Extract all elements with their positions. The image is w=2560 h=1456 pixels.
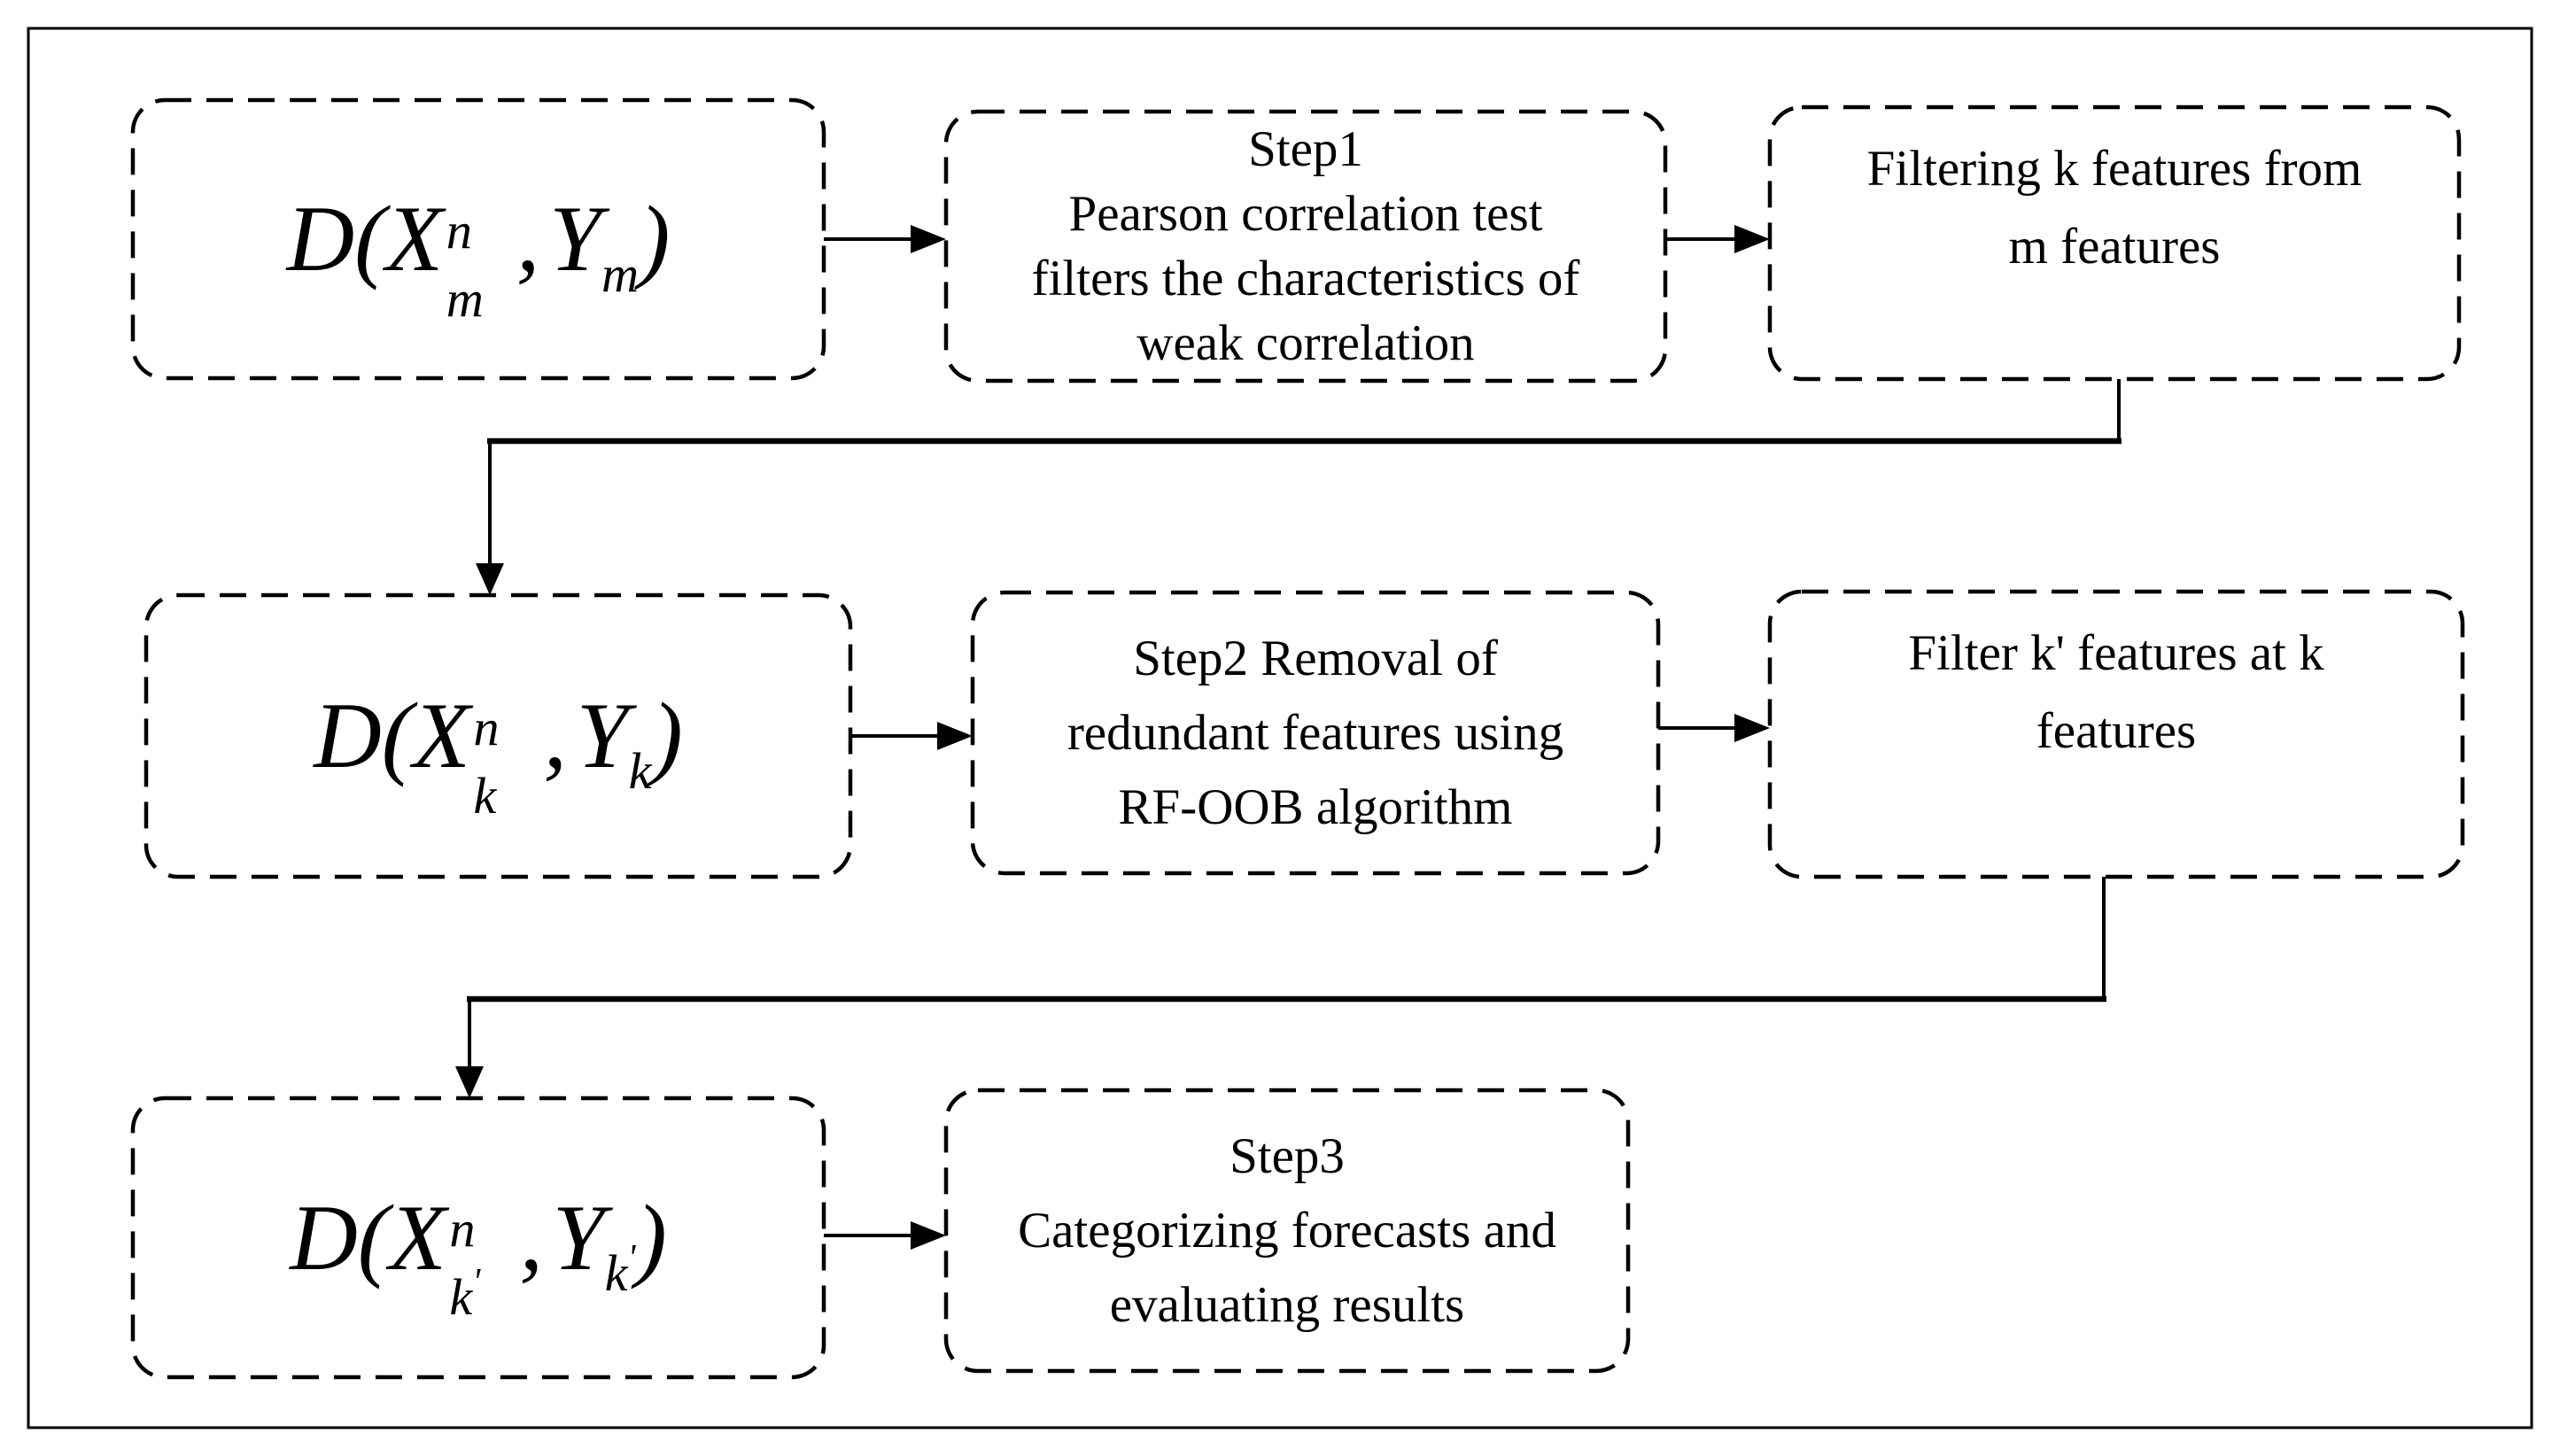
box-outline-filter-k-prime xyxy=(1767,589,2465,879)
box-filter-k: Filtering k features from m features xyxy=(1770,107,2459,379)
box-outline-filter-k xyxy=(1767,105,2462,382)
filter-k-prime-line: Filter k' features at k xyxy=(1908,625,2324,681)
step3-line: evaluating results xyxy=(1109,1276,1465,1333)
step1-title: Step1 xyxy=(1248,121,1363,177)
step1-line: Pearson correlation test xyxy=(1068,186,1543,242)
step2-line: Step2 Removal of xyxy=(1133,630,1498,686)
step2-line: redundant features using xyxy=(1067,704,1564,761)
arrow-right-icon xyxy=(911,1221,946,1250)
step3-line: Categorizing forecasts and xyxy=(1018,1202,1556,1259)
arrow-right-icon xyxy=(1734,225,1770,253)
box-outline-step2 xyxy=(970,590,1661,876)
box-filter-k-prime: Filter k' features at k features xyxy=(1770,592,2463,877)
step3-title: Step3 xyxy=(1230,1127,1345,1184)
arrow-down-icon xyxy=(455,1066,484,1098)
figure-border xyxy=(27,27,2533,1429)
filter-k-prime-line: features xyxy=(2036,703,2197,759)
step2-line: RF-OOB algorithm xyxy=(1118,778,1513,835)
step1-line: weak correlation xyxy=(1136,315,1475,371)
box-outline-step3 xyxy=(943,1088,1631,1374)
arrow-right-icon xyxy=(937,722,973,750)
filter-k-line: m features xyxy=(2008,219,2221,275)
box-outline-step1 xyxy=(943,109,1668,383)
box-step1: Step1 Pearson correlation test filters t… xyxy=(946,112,1665,381)
arrow-down-icon xyxy=(476,563,504,595)
arrow-right-icon xyxy=(1734,714,1770,742)
filter-k-line: Filtering k features from xyxy=(1866,141,2362,197)
arrow-right-icon xyxy=(911,225,946,253)
box-step3: Step3 Categorizing forecasts and evaluat… xyxy=(946,1090,1628,1371)
step1-line: filters the characteristics of xyxy=(1031,251,1580,306)
box-step2: Step2 Removal of redundant features usin… xyxy=(973,592,1658,873)
box-outline-dataset-k-prime xyxy=(130,1096,826,1380)
box-outline-dataset-m xyxy=(130,97,826,381)
